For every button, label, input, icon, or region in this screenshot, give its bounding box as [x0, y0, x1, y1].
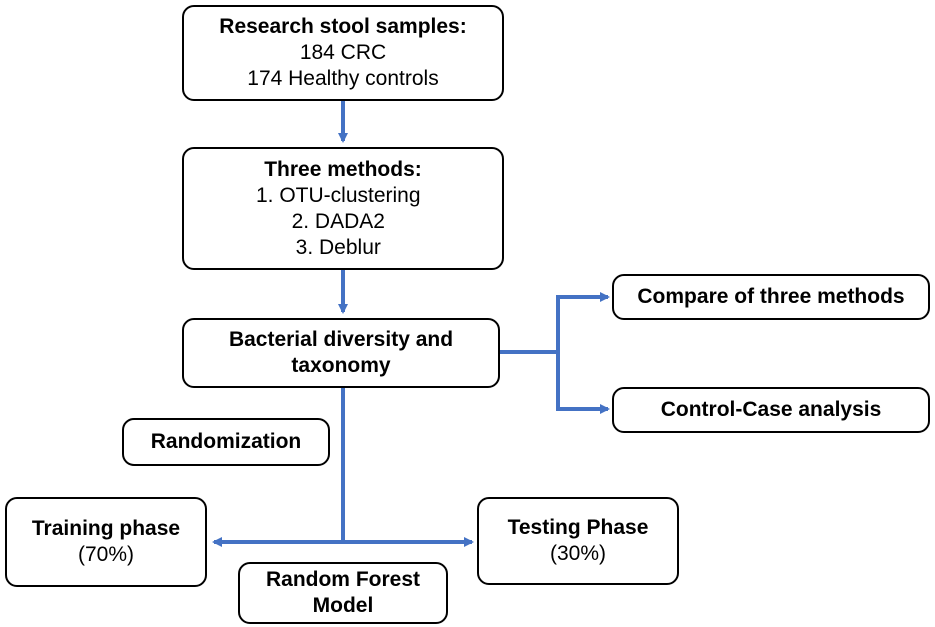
diversity-box: Bacterial diversity and taxonomy: [182, 318, 500, 388]
diversity-line1: Bacterial diversity and: [228, 328, 454, 351]
model-line1: Random Forest: [265, 568, 420, 591]
samples-crc: 184 CRC: [299, 41, 387, 64]
randomization-label: Randomization: [150, 430, 302, 453]
model-box: Random Forest Model: [238, 562, 448, 624]
compare-box: Compare of three methods: [612, 274, 930, 320]
control-case-box: Control-Case analysis: [612, 387, 930, 433]
training-box: Training phase (70%): [5, 497, 207, 587]
methods-box: Three methods: 1. OTU-clustering 2. DADA…: [182, 147, 504, 270]
method-dada2: 2. DADA2: [291, 209, 385, 233]
training-title: Training phase: [31, 517, 181, 540]
testing-box: Testing Phase (30%): [477, 497, 679, 585]
samples-controls: 174 Healthy controls: [247, 67, 439, 90]
model-line2: Model: [312, 594, 374, 617]
testing-title: Testing Phase: [507, 516, 649, 539]
method-otu-clustering: 1. OTU-clustering: [256, 183, 421, 207]
control-case-label: Control-Case analysis: [660, 398, 882, 421]
training-percent: (70%): [77, 543, 135, 566]
methods-title: Three methods:: [264, 157, 422, 181]
compare-label: Compare of three methods: [637, 285, 905, 308]
testing-percent: (30%): [549, 542, 607, 565]
samples-title: Research stool samples:: [219, 15, 467, 38]
diversity-line2: taxonomy: [291, 354, 391, 377]
samples-box: Research stool samples: 184 CRC 174 Heal…: [182, 5, 504, 101]
method-deblur: 3. Deblur: [295, 235, 381, 259]
randomization-box: Randomization: [122, 418, 330, 466]
